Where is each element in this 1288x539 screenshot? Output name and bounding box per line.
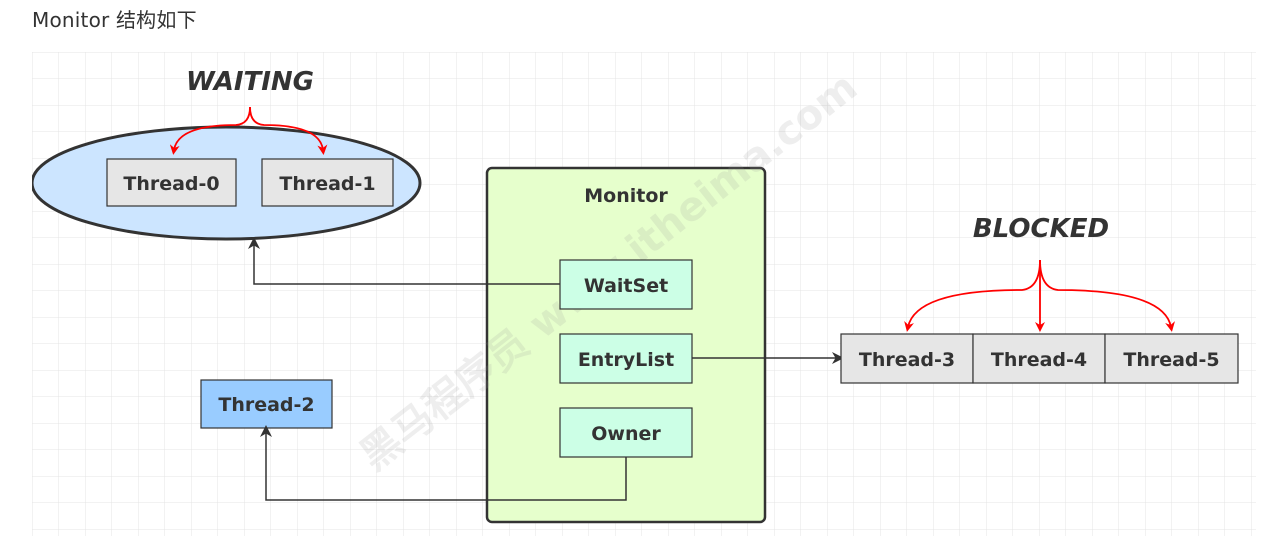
entrylist-label: EntryList — [578, 349, 674, 371]
waitset-box: WaitSet — [559, 259, 693, 310]
thread-3-box: Thread-3 — [840, 333, 974, 384]
monitor-title: Monitor — [584, 185, 668, 207]
thread-1-label: Thread-1 — [279, 173, 375, 195]
waitset-label: WaitSet — [584, 275, 668, 297]
owner-label: Owner — [591, 423, 661, 445]
owner-to-thread-2-connector — [260, 425, 627, 501]
blocked-fork-arrows — [904, 259, 1175, 332]
thread-4-box: Thread-4 — [972, 333, 1106, 384]
thread-2-label: Thread-2 — [218, 394, 314, 416]
thread-0-label: Thread-0 — [123, 173, 219, 195]
thread-5-box: Thread-5 — [1104, 333, 1239, 384]
owner-box: Owner — [559, 407, 693, 458]
entrylist-box: EntryList — [559, 333, 693, 384]
thread-4-label: Thread-4 — [991, 349, 1087, 371]
waitset-to-waiting-connector — [248, 237, 560, 285]
monitor-diagram: WAITING Thread-0 Thread-1 Monitor 黑马程序员 … — [32, 52, 1256, 536]
blocked-label: BLOCKED — [973, 214, 1109, 244]
diagram-canvas: WAITING Thread-0 Thread-1 Monitor 黑马程序员 … — [32, 52, 1256, 536]
thread-5-label: Thread-5 — [1123, 349, 1219, 371]
thread-2-box: Thread-2 — [200, 379, 333, 429]
thread-3-label: Thread-3 — [859, 349, 955, 371]
waiting-label: WAITING — [186, 67, 314, 97]
caption: Monitor 结构如下 — [32, 8, 197, 32]
thread-1-box: Thread-1 — [261, 158, 394, 207]
waiting-fork-arrows — [169, 106, 328, 155]
thread-0-box: Thread-0 — [106, 158, 237, 207]
